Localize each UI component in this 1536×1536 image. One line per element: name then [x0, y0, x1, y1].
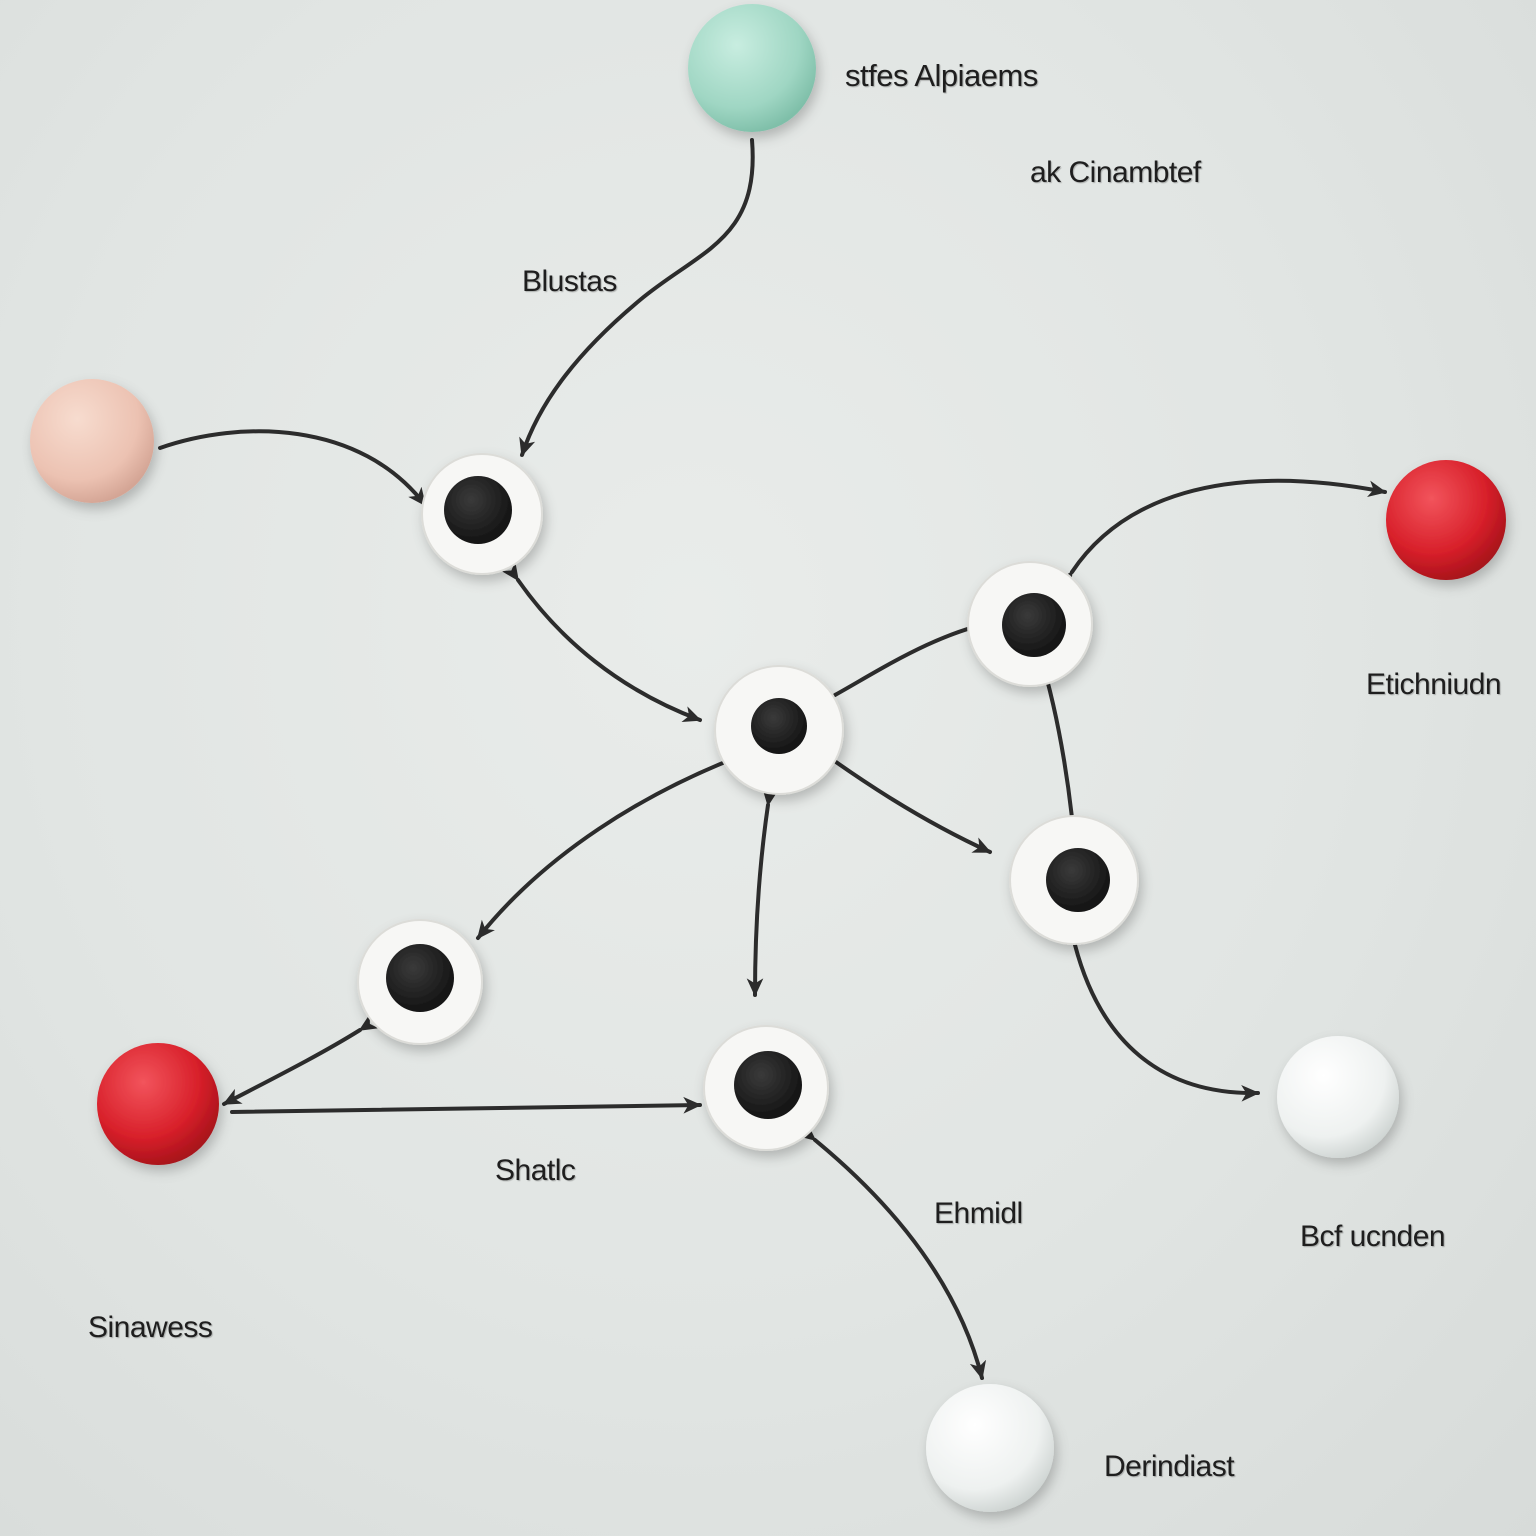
hub-bottom [703, 1025, 829, 1151]
wire-hub-to-center [501, 561, 702, 722]
wire-lower-left-to-red [222, 1014, 379, 1106]
wire-lower-right-to-white [1073, 943, 1260, 1102]
ball-peach-left [30, 379, 154, 503]
hub-upper-left [421, 453, 543, 575]
ball-white-right [1277, 1036, 1399, 1158]
ball-white-bottom [926, 1384, 1054, 1512]
node-label-blustas: Blustas [522, 265, 617, 298]
hub-lower-left [357, 919, 483, 1045]
wire-red-to-bottom-hub [230, 1096, 702, 1114]
wire-center-to-lower-left [476, 743, 772, 940]
wire-bottom-to-white [796, 1122, 987, 1380]
wire-peach-to-hub [158, 429, 427, 507]
ball-red-left [97, 1043, 219, 1165]
title-label: stfes Alpiaems [845, 58, 1038, 93]
hub-lower-right [1009, 815, 1139, 945]
node-label-sinawess: Sinawess [88, 1311, 213, 1344]
hub-center [714, 665, 844, 795]
wire-right-hub-to-red [1055, 478, 1387, 591]
wire-center-to-bottom [746, 787, 779, 997]
hub-right [967, 561, 1093, 687]
node-label-bcf-ucnden: Bcf ucnden [1300, 1220, 1446, 1253]
node-label-ehmidl: Ehmidl [934, 1197, 1023, 1230]
node-label-shatlc: Shatlc [495, 1154, 576, 1187]
node-label-derindiast: Derindiast [1104, 1450, 1235, 1483]
subtitle-label: ak Cinambtef [1030, 156, 1201, 189]
wire-mint-to-hub [519, 138, 755, 457]
ball-mint-top [688, 4, 816, 132]
node-label-etichniudn: Etichniudn [1366, 668, 1502, 701]
ball-red-right [1386, 460, 1506, 580]
